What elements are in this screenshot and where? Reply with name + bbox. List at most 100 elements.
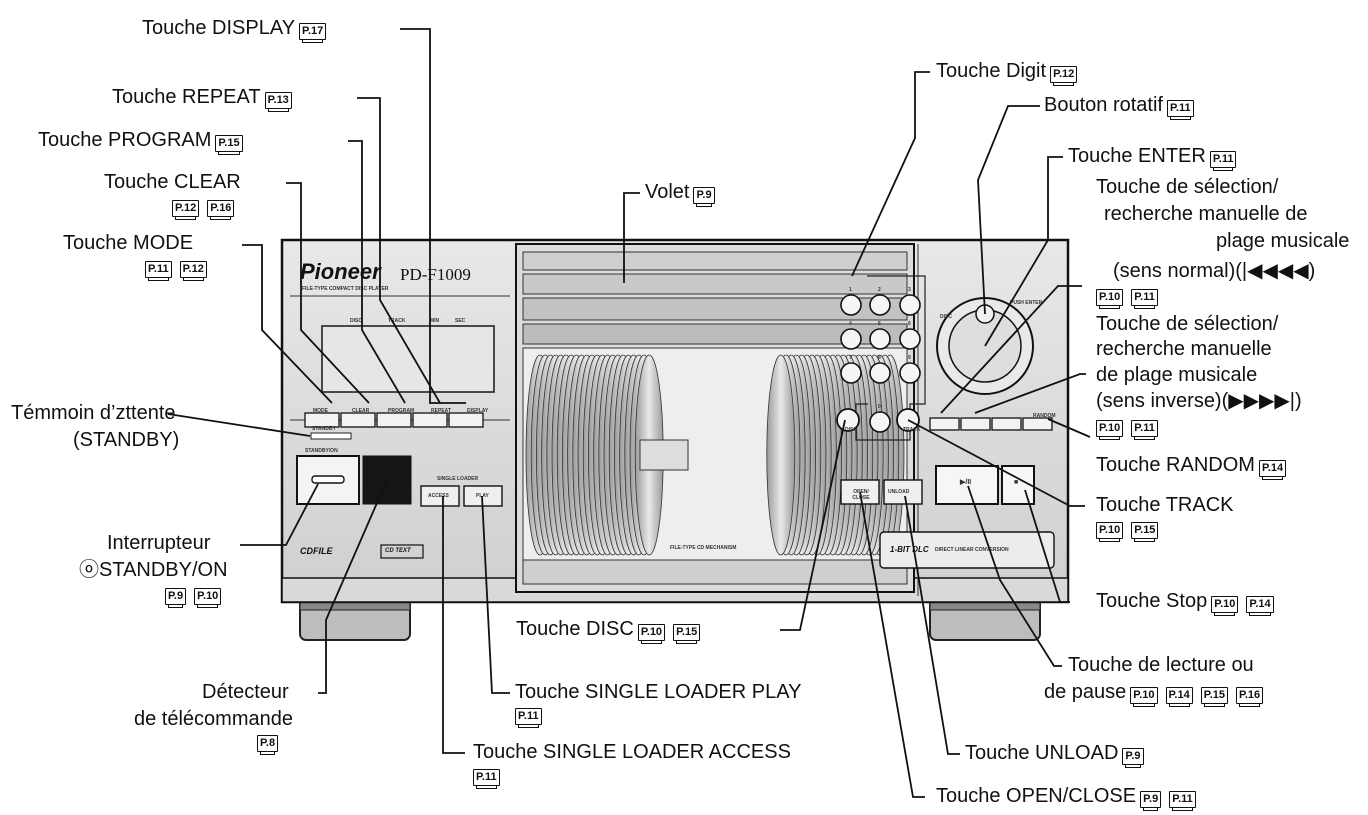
- leader-sl-play: [481, 495, 510, 694]
- model-name: PD-F1009: [400, 265, 471, 284]
- single-loader-text: SINGLE LOADER: [437, 476, 479, 482]
- transport-button: [1022, 417, 1053, 431]
- page-ref-icon: P.15: [1131, 522, 1159, 542]
- label-play-pause-1: Touche de lecture ou: [1068, 654, 1254, 676]
- page-ref-icon: P.12: [179, 261, 207, 281]
- label-sel-normal-pages: P.10 P.11: [1096, 287, 1166, 309]
- page-ref-icon: P.14: [1165, 687, 1193, 707]
- page-ref-icon: P.14: [1246, 596, 1274, 616]
- page-ref-icon: P.10: [1211, 596, 1239, 616]
- leader-rotary: [977, 105, 1040, 315]
- digit-key-label: 7: [849, 355, 852, 361]
- page-ref-icon: P.9: [1140, 791, 1162, 811]
- page-ref-icon: P.8: [257, 735, 279, 755]
- page-ref-icon: P.10: [1096, 289, 1124, 309]
- leader-sel-normal: [940, 285, 1082, 414]
- label-sensor-pages: P.8: [257, 733, 286, 755]
- page-ref-icon: P.17: [299, 23, 327, 43]
- random-text: RANDOM: [1033, 413, 1056, 419]
- leader-display: [400, 28, 466, 404]
- device-subtitle: FILE-TYPE COMPACT DISC PLAYER: [302, 286, 389, 292]
- page-ref-icon: P.10: [1096, 522, 1124, 542]
- disc-hub: [639, 439, 689, 471]
- leader-program: [348, 140, 406, 404]
- page-ref-icon: P.11: [1209, 151, 1237, 171]
- mode-btn-text-1: CLEAR: [352, 408, 370, 414]
- leader-random: [1047, 418, 1091, 438]
- leader-sensor: [318, 479, 388, 694]
- page-ref-icon: P.13: [264, 92, 292, 112]
- lcd-display: [321, 325, 495, 393]
- digit-key: [869, 328, 891, 350]
- label-sl-access-pages: P.11: [473, 767, 508, 789]
- page-ref-icon: P.11: [145, 261, 172, 281]
- display-header-disc: DISC: [350, 318, 362, 324]
- leader-volet: [623, 192, 640, 283]
- digit-key-label: 8: [878, 355, 881, 361]
- transport-button: [929, 417, 960, 431]
- leader-track: [907, 419, 1085, 507]
- page-ref-icon: P.9: [165, 588, 187, 608]
- leader-unload: [904, 495, 960, 755]
- label-track: Touche TRACK: [1096, 494, 1234, 516]
- mechanism-text: FILE-TYPE CD MECHANISM: [670, 545, 737, 551]
- standby-indicator: [310, 432, 352, 440]
- leader-sl-access: [442, 496, 465, 754]
- access-text: ACCESS: [428, 493, 449, 499]
- label-sel-normal-4: (sens normal)(|◀◀◀◀): [1113, 260, 1316, 282]
- page-ref-icon: P.9: [1122, 748, 1144, 768]
- leader-play-pause: [967, 485, 1062, 667]
- digit-key: [869, 411, 891, 433]
- single-loader-access-button[interactable]: [420, 485, 460, 507]
- stop-text: ■: [1014, 479, 1019, 486]
- leader-sel-inverse: [974, 373, 1086, 414]
- label-sel-inverse-2: recherche manuelle: [1096, 338, 1272, 360]
- label-mode-pages: P.11 P.12: [145, 259, 215, 281]
- label-sel-normal-1: Touche de sélection/: [1096, 176, 1279, 198]
- dlc-text: 1-BIT DLC: [890, 545, 929, 554]
- play-pause-button[interactable]: [935, 465, 999, 505]
- mode-row-button: [340, 412, 376, 428]
- play-pause-text: ▶/II: [960, 479, 972, 486]
- page-ref-icon: P.14: [1258, 460, 1287, 480]
- transport-button: [960, 417, 991, 431]
- label-standby-indicator: Témmoin d’zttente: [11, 402, 176, 424]
- digit-key: [840, 294, 862, 316]
- mode-btn-text-0: MODE: [313, 408, 328, 414]
- label-standby-switch: Interrupteur: [107, 532, 211, 554]
- push-enter-text: PUSH ENTER: [1010, 300, 1043, 306]
- disc-btn-text: DISC: [845, 427, 857, 433]
- leader-standby-sw: [240, 483, 319, 546]
- digit-key-label: 9: [908, 355, 911, 361]
- brand-logo: Pioneer: [300, 259, 381, 284]
- label-standby-indicator-2: (STANDBY): [73, 429, 180, 451]
- leader-digit: [851, 71, 930, 277]
- label-sel-inverse-3: de plage musicale: [1096, 364, 1258, 386]
- label-sl-access: Touche SINGLE LOADER ACCESS: [473, 741, 791, 763]
- leader-enter: [984, 156, 1063, 347]
- mode-row-button: [304, 412, 340, 428]
- unload-button[interactable]: [883, 479, 923, 505]
- page-ref-icon: P.16: [207, 200, 235, 220]
- label-sel-inverse-1: Touche de sélection/: [1096, 313, 1279, 335]
- page-ref-icon: P.12: [172, 200, 200, 220]
- leader-stop: [1024, 489, 1070, 603]
- page-ref-icon: P.11: [1169, 791, 1196, 811]
- label-sel-normal-3: plage musicale: [1216, 230, 1350, 252]
- label-clear-pages: P.12 P.16: [172, 198, 242, 220]
- leader-open-close: [859, 491, 925, 798]
- label-sel-normal-2: recherche manuelle de: [1104, 203, 1308, 225]
- page-ref-icon: P.11: [1131, 289, 1158, 309]
- page-ref-icon: P.11: [515, 708, 542, 728]
